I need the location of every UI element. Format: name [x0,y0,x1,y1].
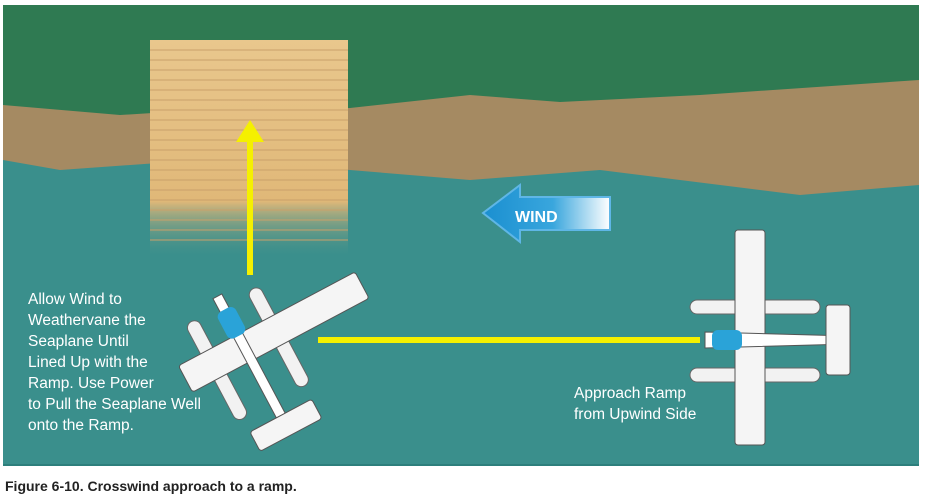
annotation-line: Lined Up with the [28,354,148,371]
beach [3,80,919,195]
arrow-left-icon [481,182,611,245]
annotation-line: Allow Wind to [28,291,122,308]
figure-caption: Figure 6-10. Crosswind approach to a ram… [5,478,297,494]
right-annotation: Approach Ramp from Upwind Side [574,383,696,425]
yellow-path [236,120,700,343]
annotation-line: onto the Ramp. [28,417,134,434]
annotation-line: Approach Ramp [574,385,687,402]
annotation-line: Seaplane Until [28,333,129,350]
arrow-up-icon [236,120,264,142]
annotation-line: from Upwind Side [574,406,697,423]
left-annotation: Allow Wind to Weathervane the Seaplane U… [28,289,201,436]
wind-arrow: WIND [481,182,611,245]
seaplane-right [689,229,851,446]
annotation-line: Ramp. Use Power [28,375,154,392]
annotation-line: Weathervane the [28,312,146,329]
wind-label: WIND [515,209,558,226]
annotation-line: to Pull the Seaplane Well [28,396,201,413]
seaplane-left [178,272,369,451]
